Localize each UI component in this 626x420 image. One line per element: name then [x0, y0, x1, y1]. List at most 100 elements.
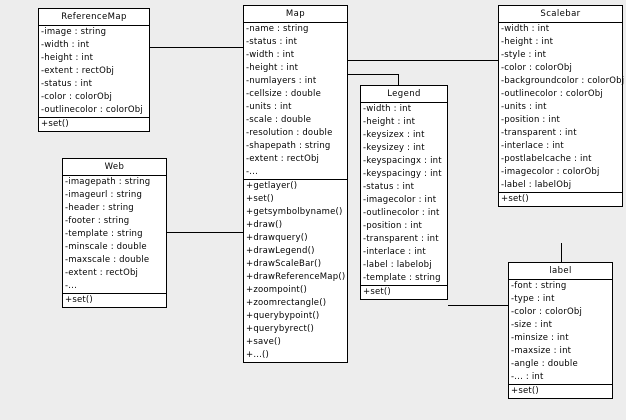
uml-class-label[interactable]: label -font : string -type : int -color … — [508, 262, 613, 399]
attribute-row: -imageurl : string — [65, 190, 143, 200]
method-row: +set() — [65, 295, 93, 305]
attribute-row: -status : int — [41, 79, 93, 89]
attribute-row: -extent : rectObj — [65, 268, 139, 278]
attribute-row: -type : int — [511, 294, 555, 304]
attribute-row: -backgroundcolor : colorObj — [501, 76, 625, 86]
attribute-row: -size : int — [511, 320, 553, 330]
attribute-row: -keyspacingy : int — [363, 169, 442, 179]
method-row: +draw() — [246, 220, 283, 230]
attribute-row: -template : string — [363, 273, 441, 283]
methods-map: +getlayer() +set() +getsymbolbyname() +d… — [244, 180, 347, 362]
method-row: +set() — [501, 194, 529, 204]
attribute-row: -label : labelObj — [501, 180, 572, 190]
attribute-row: -imagecolor : int — [363, 195, 437, 205]
attribute-row: -height : int — [246, 63, 299, 73]
attribute-row: -image : string — [41, 27, 107, 37]
method-row: +drawReferenceMap() — [246, 272, 346, 282]
attributes-legend: -width : int -height : int -keysizex : i… — [361, 103, 447, 286]
class-title-map: Map — [244, 6, 347, 23]
attribute-row: -scale : double — [246, 115, 312, 125]
method-row: +getlayer() — [246, 181, 298, 191]
method-row: +...() — [246, 350, 270, 360]
connector-scalebar-to-label-vertical — [561, 243, 562, 263]
attributes-referencemap: -image : string -width : int -height : i… — [39, 26, 149, 118]
attribute-row: -imagepath : string — [65, 177, 151, 187]
attribute-row: -maxscale : double — [65, 255, 150, 265]
attribute-row: -imagecolor : colorObj — [501, 167, 600, 177]
class-title-web: Web — [63, 159, 166, 176]
uml-class-map[interactable]: Map -name : string -status : int -width … — [243, 5, 348, 363]
attribute-row: -shapepath : string — [246, 141, 331, 151]
attribute-row: -font : string — [511, 281, 567, 291]
attribute-row: -minsize : int — [511, 333, 569, 343]
attribute-row: -header : string — [65, 203, 134, 213]
attribute-row: -units : int — [246, 102, 292, 112]
attribute-row: -maxsize : int — [511, 346, 572, 356]
attributes-label: -font : string -type : int -color : colo… — [509, 280, 612, 385]
class-title-referencemap: ReferenceMap — [39, 9, 149, 26]
connector-map-to-legend-horizontal — [348, 74, 399, 75]
method-row: +drawquery() — [246, 233, 308, 243]
attribute-row: -color : colorObj — [501, 63, 573, 73]
attribute-row: -interlace : int — [363, 247, 426, 257]
attribute-row: -position : int — [501, 115, 561, 125]
method-row: +set() — [511, 386, 539, 396]
attribute-row: -height : int — [41, 53, 94, 63]
method-row: +set() — [41, 119, 69, 129]
attribute-row: -height : int — [501, 37, 554, 47]
connector-map-to-legend-vertical — [398, 74, 399, 86]
method-row: +drawLegend() — [246, 246, 315, 256]
attribute-row: -outlinecolor : int — [363, 208, 440, 218]
methods-label: +set() — [509, 385, 612, 398]
attribute-row: -interlace : int — [501, 141, 564, 151]
uml-class-legend[interactable]: Legend -width : int -height : int -keysi… — [360, 85, 448, 300]
attribute-row: -keysizey : int — [363, 143, 425, 153]
method-row: +zoomrectangle() — [246, 298, 327, 308]
methods-scalebar: +set() — [499, 193, 622, 206]
method-row: +getsymbolbyname() — [246, 207, 343, 217]
attribute-row: -color : colorObj — [41, 92, 113, 102]
attribute-row: -minscale : double — [65, 242, 147, 252]
methods-web: +set() — [63, 294, 166, 307]
attribute-row: -resolution : double — [246, 128, 333, 138]
uml-class-referencemap[interactable]: ReferenceMap -image : string -width : in… — [38, 8, 150, 132]
attribute-row: -postlabelcache : int — [501, 154, 592, 164]
attribute-row: -outlinecolor : colorObj — [41, 105, 143, 115]
connector-legend-to-label — [448, 305, 508, 306]
attribute-row: -width : int — [41, 40, 90, 50]
attribute-row: -angle : double — [511, 359, 578, 369]
connector-web-to-map — [167, 232, 243, 233]
method-row: +set() — [363, 287, 391, 297]
attribute-row: -height : int — [363, 117, 416, 127]
attribute-row: -keysizex : int — [363, 130, 425, 140]
method-row: +querybyrect() — [246, 324, 315, 334]
attribute-row: -status : int — [363, 182, 415, 192]
class-title-legend: Legend — [361, 86, 447, 103]
attribute-row: -transparent : int — [363, 234, 439, 244]
attributes-scalebar: -width : int -height : int -style : int … — [499, 23, 625, 193]
attribute-row: -outlinecolor : colorObj — [501, 89, 603, 99]
attribute-row: -position : int — [363, 221, 423, 231]
method-row: +set() — [246, 194, 274, 204]
attribute-row: -... — [246, 167, 258, 177]
attribute-row: -width : int — [363, 104, 412, 114]
attribute-row: -style : int — [501, 50, 547, 60]
class-title-label: label — [509, 263, 612, 280]
attribute-row: -transparent : int — [501, 128, 577, 138]
uml-class-scalebar[interactable]: Scalebar -width : int -height : int -sty… — [498, 5, 625, 207]
attribute-row: -color : colorObj — [511, 307, 583, 317]
attribute-row: -footer : string — [65, 216, 130, 226]
connector-map-to-scalebar — [348, 60, 498, 61]
method-row: +querybypoint() — [246, 311, 320, 321]
attribute-row: -template : string — [65, 229, 143, 239]
method-row: +save() — [246, 337, 282, 347]
attribute-row: -numlayers : int — [246, 76, 317, 86]
attribute-row: -cellsize : double — [246, 89, 322, 99]
method-row: +zoompoint() — [246, 285, 307, 295]
attribute-row: -units : int — [501, 102, 547, 112]
attribute-row: -... : int — [511, 372, 544, 382]
uml-class-web[interactable]: Web -imagepath : string -imageurl : stri… — [62, 158, 167, 308]
attribute-row: -name : string — [246, 24, 309, 34]
attribute-row: -keyspacingx : int — [363, 156, 442, 166]
